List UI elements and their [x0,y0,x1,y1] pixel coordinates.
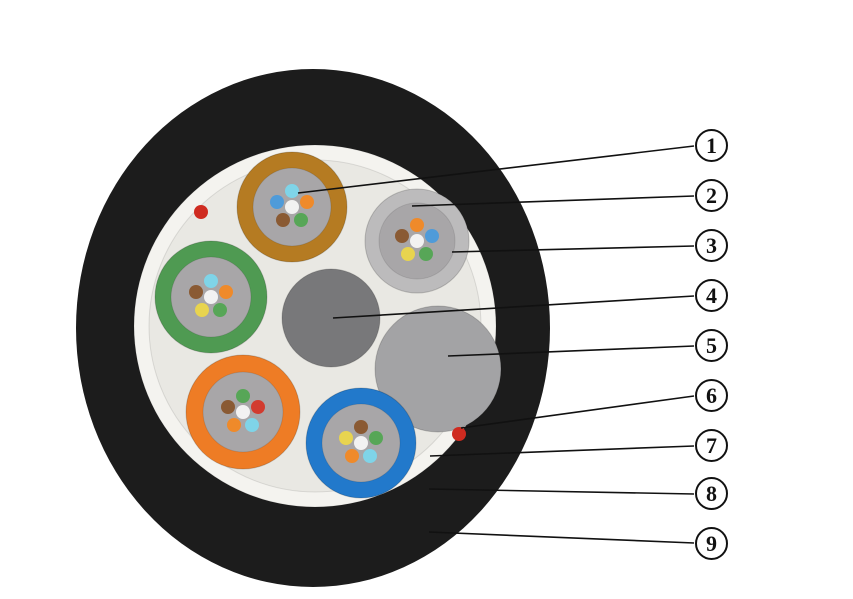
fiber [354,436,368,450]
fiber [369,431,383,445]
fiber [204,290,218,304]
central-filler-rod [281,268,381,368]
fiber [339,431,353,445]
fiber [236,389,250,403]
ripcord-dot-right [452,427,466,441]
callout-6: 6 [695,379,728,412]
callout-5: 5 [695,329,728,362]
fiber [410,218,424,232]
fiber [401,247,415,261]
fiber [204,274,218,288]
callout-8-number: 8 [706,480,717,506]
callout-4: 4 [695,279,728,312]
callout-2-number: 2 [706,182,717,208]
callout-1-number: 1 [706,132,717,158]
fiber [300,195,314,209]
fiber [245,418,259,432]
leader-line-4 [332,295,695,319]
leader-line-1 [297,145,695,194]
callout-5-number: 5 [706,332,717,358]
callout-4-number: 4 [706,282,717,308]
callout-3-number: 3 [706,232,717,258]
fiber [195,303,209,317]
ripcord-dot-left [194,205,208,219]
leader-line-6 [460,395,695,429]
fiber [213,303,227,317]
fiber [219,285,233,299]
fiber [395,229,409,243]
callout-9: 9 [695,527,728,560]
leader-line-9 [428,531,695,544]
callout-7: 7 [695,429,728,462]
callout-3: 3 [695,229,728,262]
large-filler-rod [374,305,502,433]
fiber [285,200,299,214]
fiber [425,229,439,243]
fiber [227,418,241,432]
fiber [276,213,290,227]
fiber [251,400,265,414]
fiber [363,449,377,463]
leader-line-2 [411,195,695,207]
callout-9-number: 9 [706,530,717,556]
fiber [354,420,368,434]
fiber-bundle-gray [395,218,439,261]
fiber [270,195,284,209]
leader-line-3 [451,245,695,253]
callout-7-number: 7 [706,432,717,458]
callout-6-number: 6 [706,382,717,408]
fiber [294,213,308,227]
fiber [285,184,299,198]
fiber [189,285,203,299]
fiber [419,247,433,261]
fiber [236,405,250,419]
callout-8: 8 [695,477,728,510]
callout-2: 2 [695,179,728,212]
fiber-bundle-green [189,274,233,317]
callout-1: 1 [695,129,728,162]
fiber [345,449,359,463]
leader-line-7 [429,445,695,457]
fiber-bundle-orange [221,389,265,432]
fiber-bundle-amber [270,184,314,227]
fiber-bundle-blue [339,420,383,463]
leader-line-8 [428,488,695,495]
fiber [410,234,424,248]
leader-line-5 [447,345,695,357]
fiber [221,400,235,414]
